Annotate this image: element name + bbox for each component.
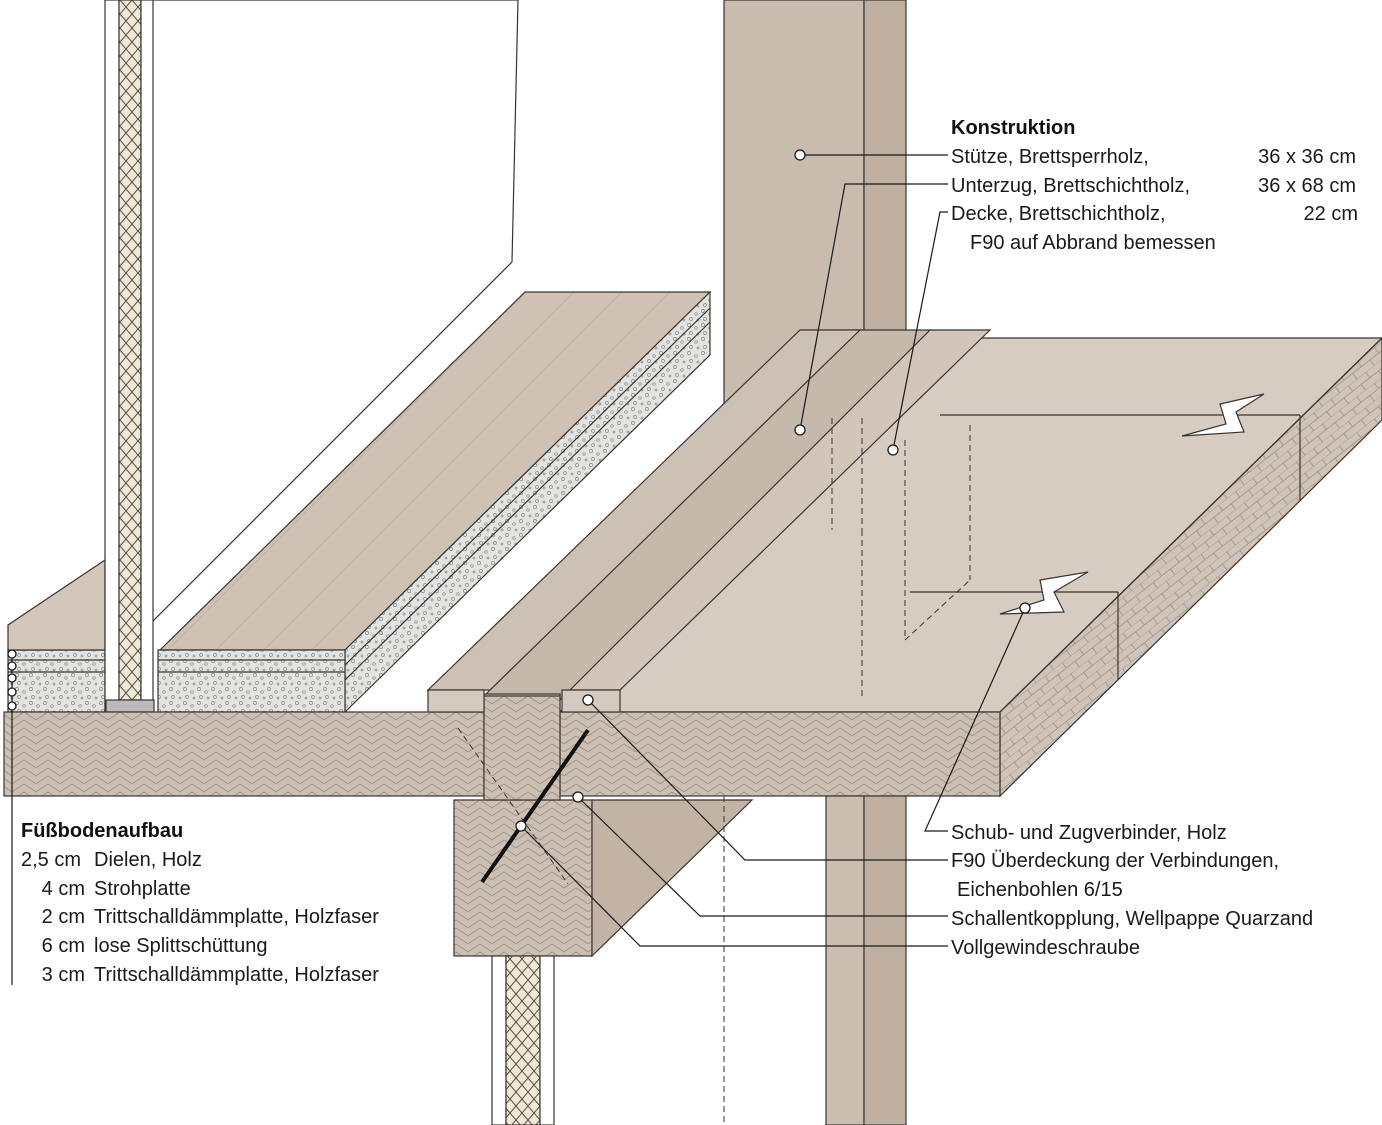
konstruktion-legend: Konstruktion Stütze, Brettsperrholz, 36 … bbox=[951, 117, 1358, 254]
fussboden-layer-4-material: lose Splittschüttung bbox=[94, 935, 267, 957]
konstruktion-item-1-name: Stütze, Brettsperrholz, bbox=[951, 146, 1149, 168]
detail-f90-cover: F90 Überdeckung der Verbindungen, bbox=[951, 850, 1279, 872]
wall-below bbox=[491, 796, 725, 1125]
fussboden-layer-3-material: Trittschalldämmplatte, Holzfaser bbox=[94, 906, 379, 928]
fussboden-layer-5-thickness: 3 cm bbox=[42, 964, 85, 986]
floor-slab-section bbox=[3, 693, 1001, 797]
fussboden-layer-1-thickness: 2,5 cm bbox=[21, 849, 81, 871]
wall-insulation bbox=[104, 0, 155, 713]
floor-buildup-left bbox=[7, 290, 712, 714]
connector-lower bbox=[999, 571, 1089, 615]
beam-section bbox=[427, 689, 754, 958]
konstruktion-note: F90 auf Abbrand bemessen bbox=[970, 232, 1216, 254]
konstruktion-item-2-dim: 36 x 68 cm bbox=[1258, 175, 1356, 197]
fussboden-layer-5-material: Trittschalldämmplatte, Holzfaser bbox=[94, 964, 379, 986]
leader-lines bbox=[11, 154, 1026, 985]
fussboden-heading: Füßbodenaufbau bbox=[21, 820, 183, 842]
konstruktion-item-3-name: Decke, Brettschichtholz, bbox=[951, 203, 1166, 225]
leader-dots bbox=[7, 149, 1031, 832]
column-lower bbox=[825, 795, 907, 1125]
fussboden-layer-4-thickness: 6 cm bbox=[42, 935, 85, 957]
konstruktion-item-2-name: Unterzug, Brettschichtholz, bbox=[951, 175, 1190, 197]
beam-unterzug bbox=[426, 329, 992, 701]
konstruktion-item-3-dim: 22 cm bbox=[1304, 203, 1358, 225]
fussboden-layer-1-material: Dielen, Holz bbox=[94, 849, 202, 871]
konstruktion-item-1-dim: 36 x 36 cm bbox=[1258, 146, 1356, 168]
connector-upper bbox=[1181, 393, 1265, 437]
fussboden-legend: Füßbodenaufbau 2,5 cm Dielen, Holz 4 cm … bbox=[21, 820, 379, 986]
fussboden-layer-2-thickness: 4 cm bbox=[42, 878, 85, 900]
detail-screw: Vollgewindeschraube bbox=[951, 937, 1140, 959]
details-legend: Schub- und Zugverbinder, Holz F90 Überde… bbox=[951, 822, 1313, 959]
fussboden-layer-3-thickness: 2 cm bbox=[42, 906, 85, 928]
detail-sound-decoupling: Schallentkopplung, Wellpappe Quarzand bbox=[951, 908, 1313, 930]
fussboden-layer-2-material: Strohplatte bbox=[94, 878, 191, 900]
detail-connector: Schub- und Zugverbinder, Holz bbox=[951, 822, 1227, 844]
konstruktion-heading: Konstruktion bbox=[951, 117, 1075, 139]
detail-oak-planks: Eichenbohlen 6/15 bbox=[957, 879, 1123, 901]
